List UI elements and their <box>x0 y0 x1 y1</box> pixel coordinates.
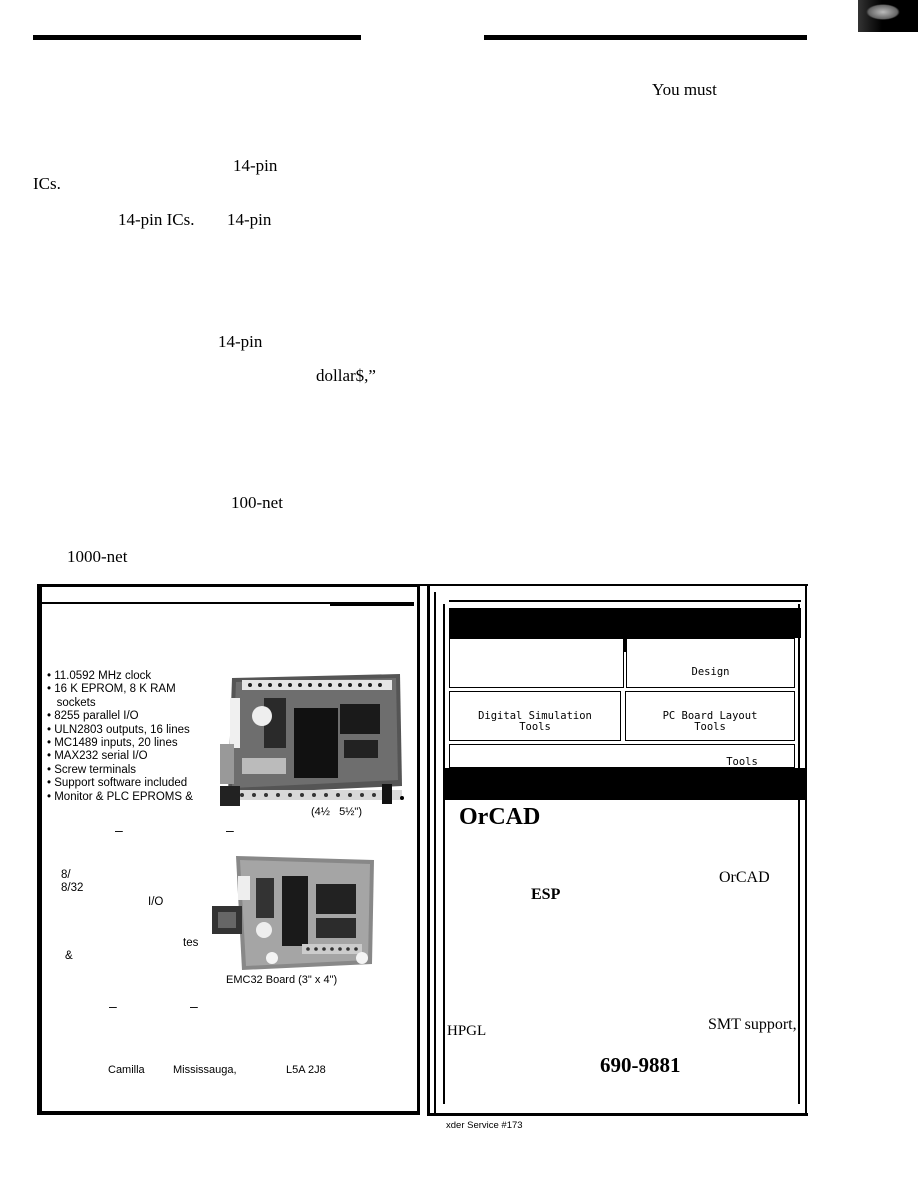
left-ad-frame <box>37 585 420 1115</box>
feature-item: • Support software included <box>47 777 188 790</box>
corner-tab-glyph <box>866 4 900 20</box>
address-street: Camilla <box>108 1064 145 1076</box>
left-ad-header-rule-thick <box>330 603 414 606</box>
text-fragment-1000net: 1000-net <box>67 547 128 566</box>
right-ad-right-border <box>805 586 807 1116</box>
right-ad-inner-right <box>798 604 800 1104</box>
address-postal: L5A 2J8 <box>286 1064 326 1076</box>
spec-fragment: & <box>65 950 73 962</box>
spec-fragment: 8/32 <box>61 882 84 894</box>
esp-label: ESP <box>531 886 561 903</box>
text-fragment-14pin-2: 14-pin <box>227 210 272 229</box>
bottom-tick <box>791 1113 808 1116</box>
reader-service-number: xder Service #173 <box>446 1120 523 1131</box>
right-ad-left-border-inner <box>434 592 436 1116</box>
product-cell-digital-sim: Digital Simulation Tools <box>449 691 621 741</box>
price-dash: – <box>190 998 198 1014</box>
product-header-band <box>449 608 801 638</box>
right-column-top-rule <box>484 35 807 40</box>
text-fragment-14pin-1: 14-pin <box>233 156 278 175</box>
feature-item: • Monitor & PLC EPROMS & <box>47 790 193 803</box>
orcad-brand: OrCAD <box>459 804 541 830</box>
spec-fragment: tes <box>183 937 199 949</box>
spec-fragment: 8/ <box>61 869 71 881</box>
cell-divider <box>624 638 626 652</box>
text-fragment-ics: ICs. <box>33 174 61 193</box>
right-ad-left-border <box>427 586 430 1116</box>
left-ad-header-rule <box>42 602 414 604</box>
cell-label-design: Design <box>691 666 730 678</box>
cell-label-tools: Tools <box>726 756 758 768</box>
phone-number: 690-9881 <box>600 1053 681 1077</box>
feature-item: • 8255 parallel I/O <box>47 710 139 723</box>
text-fragment-14pin-ics: 14-pin ICs. <box>118 210 195 229</box>
address-city: Mississauga, <box>173 1064 237 1076</box>
feature-item: • MC1489 inputs, 20 lines <box>47 737 178 750</box>
smt-support: SMT support, <box>708 1016 797 1033</box>
product-cell-pcb-layout: PC Board Layout Tools <box>625 691 795 741</box>
feature-list: • 11.0592 MHz clock • 16 K EPROM, 8 K RA… <box>47 670 193 804</box>
product-footer-band <box>443 768 805 800</box>
hpgl-label: HPGL <box>447 1023 487 1039</box>
feature-item: • 16 K EPROM, 8 K RAM <box>47 683 176 696</box>
orcad-brand-small: OrCAD <box>719 869 770 886</box>
right-ad-inner-rule-top <box>449 600 801 602</box>
text-fragment-dollars: dollar$,” <box>316 366 376 385</box>
board2-caption: EMC32 Board (3" x 4") <box>226 974 338 986</box>
price-dash: – <box>115 822 123 838</box>
board1-dimensions: (4½ 5½") <box>311 806 362 818</box>
product-cell-tools: Tools <box>449 744 795 768</box>
product-cell-top-left <box>449 638 624 688</box>
emc32-board-photo <box>212 852 382 974</box>
cell-label-digital-simulation: Digital Simulation Tools <box>478 710 592 733</box>
price-dash: – <box>109 998 117 1014</box>
text-fragment-100net: 100-net <box>231 493 283 512</box>
feature-item: • MAX232 serial I/O <box>47 750 148 763</box>
right-text-fragment-you-must: You must <box>652 80 717 99</box>
feature-item: • Screw terminals <box>47 763 137 776</box>
cell-label-pcb-layout: PC Board Layout Tools <box>662 710 758 733</box>
right-ad-bottom-rule <box>429 1113 807 1116</box>
ads-top-rule <box>37 584 808 586</box>
feature-item: sockets <box>47 696 96 709</box>
right-ad-inner-left <box>443 604 445 1104</box>
price-dash: – <box>226 822 234 838</box>
spec-fragment: I/O <box>148 896 164 908</box>
left-column-top-rule <box>33 35 361 40</box>
product-cell-design: Design <box>626 638 795 688</box>
feature-item: • 11.0592 MHz clock <box>47 670 152 682</box>
text-fragment-14pin-3: 14-pin <box>218 332 263 351</box>
feature-item: • ULN2803 outputs, 16 lines <box>47 723 190 736</box>
controller-board-photo <box>220 668 408 806</box>
